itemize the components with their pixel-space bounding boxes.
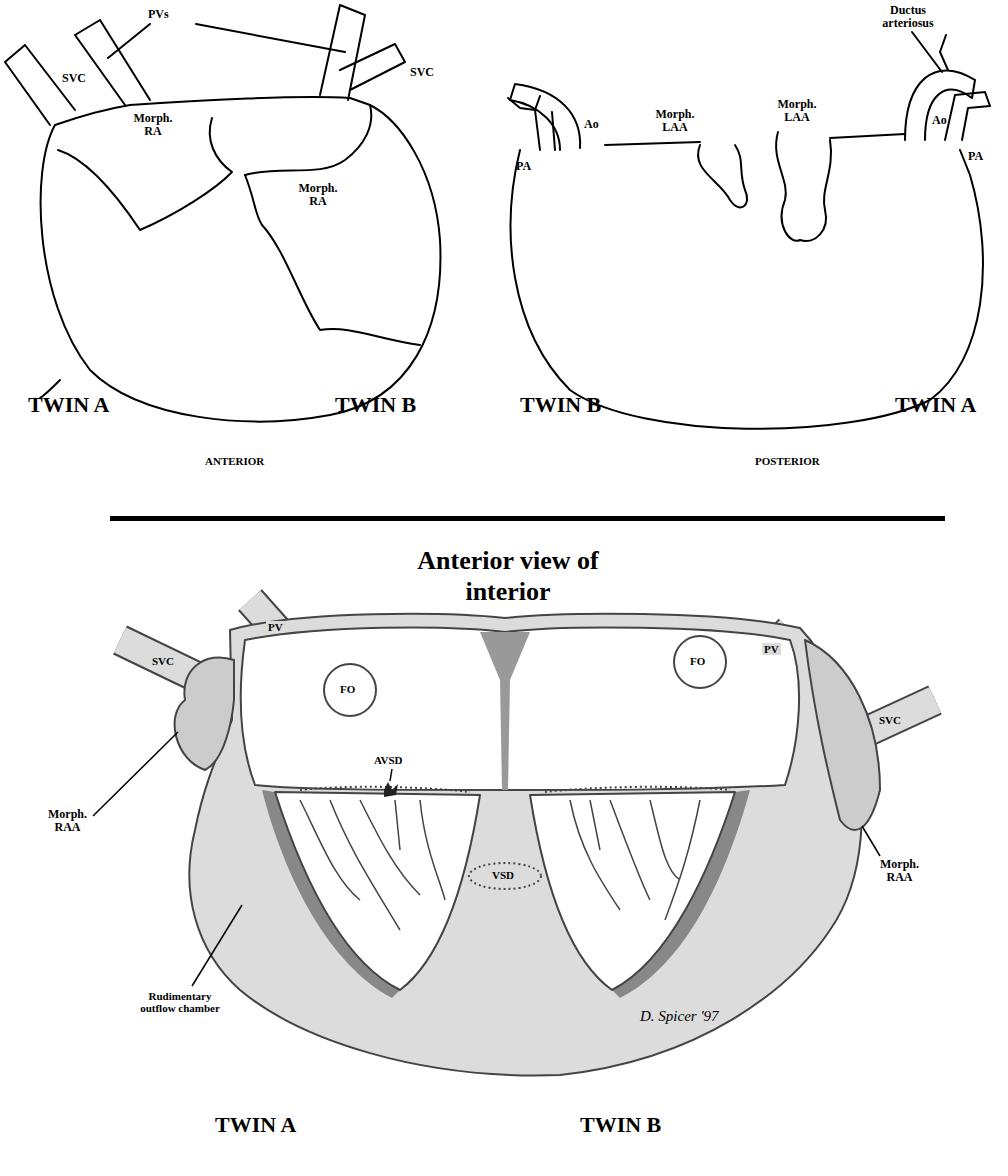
part-label: PV <box>762 643 781 655</box>
panel-title: Anterior view of interior <box>413 545 603 607</box>
part-label: VSD <box>492 869 514 881</box>
part-label: D. Spicer '97 <box>640 1008 719 1025</box>
part-label: TWIN B <box>520 393 601 417</box>
part-label: TWIN A <box>215 1113 296 1137</box>
part-label: PV <box>266 621 285 633</box>
part-label: SVC <box>410 66 434 79</box>
part-label: TWIN A <box>28 393 109 417</box>
part-label: SVC <box>62 72 86 85</box>
part-label: SVC <box>877 714 903 726</box>
part-label: Ductus arteriosus <box>868 4 948 30</box>
part-label: ANTERIOR <box>205 455 264 467</box>
part-label: TWIN B <box>580 1113 661 1137</box>
part-label: Morph. RA <box>128 112 178 138</box>
part-label: PA <box>968 150 983 163</box>
part-label: FO <box>340 683 355 695</box>
part-label: AVSD <box>374 754 403 766</box>
part-label: Morph. RA <box>293 182 343 208</box>
part-label: PVs <box>148 8 169 21</box>
part-label: Ao <box>584 118 599 131</box>
part-label: Morph. LAA <box>772 98 822 124</box>
part-label: FO <box>690 655 705 667</box>
part-label: Rudimentary outflow chamber <box>130 990 230 1014</box>
part-label: SVC <box>150 655 176 667</box>
part-label: Ao <box>932 114 947 127</box>
part-label: TWIN A <box>895 393 976 417</box>
part-label: TWIN B <box>335 393 416 417</box>
part-label: Morph. LAA <box>650 108 700 134</box>
part-label: PA <box>516 160 531 173</box>
part-label: Morph. RAA <box>872 858 927 884</box>
part-label: POSTERIOR <box>755 455 820 467</box>
part-label: Morph. RAA <box>40 808 95 834</box>
